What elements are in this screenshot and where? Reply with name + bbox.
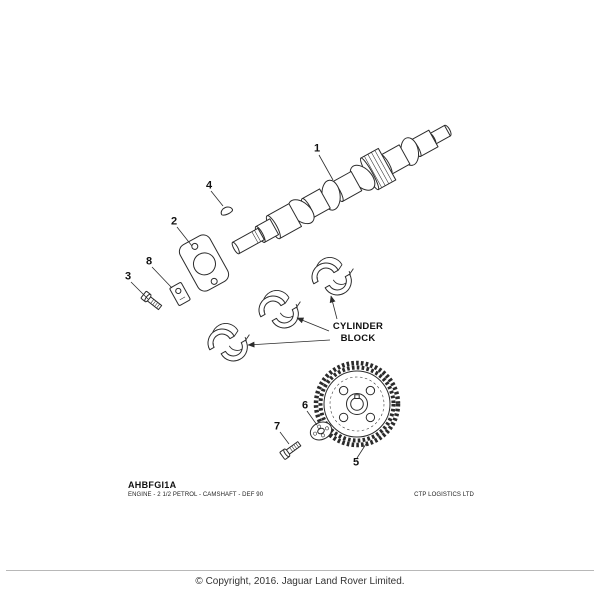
- lock-plate-drawing: [309, 421, 333, 441]
- leader-line-3: [130, 281, 149, 300]
- callout-7: 7: [273, 420, 281, 433]
- callout-3: 3: [124, 270, 132, 283]
- cylinder-block-arrow-middle: [296, 317, 330, 332]
- gasket-drawing: [178, 234, 230, 292]
- diagram-description: ENGINE - 2 1/2 PETROL - CAMSHAFT - DEF 9…: [128, 492, 264, 498]
- callout-4: 4: [205, 179, 213, 192]
- plate-meta-left: AHBFGI1A ENGINE - 2 1/2 PETROL - CAMSHAF…: [128, 480, 263, 498]
- diagram-code: AHBFGI1A: [128, 480, 177, 490]
- bearing-shell-front-drawing: [201, 314, 259, 371]
- bolt-drawing-7: [279, 439, 303, 461]
- leader-lines: [130, 154, 367, 459]
- leader-line-2: [176, 226, 193, 247]
- vendor-label: CTP LOGISTICS LTD: [414, 492, 474, 498]
- cylinder-block-arrows: [247, 295, 338, 348]
- callout-8: 8: [145, 255, 153, 268]
- leader-line-4: [210, 190, 224, 207]
- leader-line-6: [306, 410, 318, 426]
- callout-1: 1: [313, 142, 321, 155]
- bolt-drawing-3: [140, 290, 164, 312]
- camshaft-drawing: [231, 124, 452, 255]
- leader-line-7: [279, 431, 290, 445]
- callout-5: 5: [352, 456, 360, 469]
- cylinder-block-label: CYLINDER BLOCK: [332, 321, 384, 344]
- footer-divider: [6, 570, 594, 571]
- cylinder-block-arrow-rear: [329, 295, 338, 320]
- leader-line-1: [318, 154, 334, 181]
- callout-2: 2: [170, 215, 178, 228]
- shim-plate-drawing: [169, 282, 191, 306]
- camshaft-sprocket-drawing: [313, 360, 401, 448]
- callout-6: 6: [301, 399, 309, 412]
- leader-line-8: [151, 266, 173, 289]
- bearing-shell-rear-drawing: [305, 248, 363, 305]
- copyright-text: © Copyright, 2016. Jaguar Land Rover Lim…: [195, 576, 405, 587]
- plate-meta: AHBFGI1A ENGINE - 2 1/2 PETROL - CAMSHAF…: [128, 480, 474, 498]
- leader-line-5: [356, 443, 367, 459]
- bearing-shell-middle-drawing: [252, 281, 310, 338]
- cylinder-block-arrow-front: [247, 339, 331, 348]
- woodruff-key-drawing: [220, 206, 233, 216]
